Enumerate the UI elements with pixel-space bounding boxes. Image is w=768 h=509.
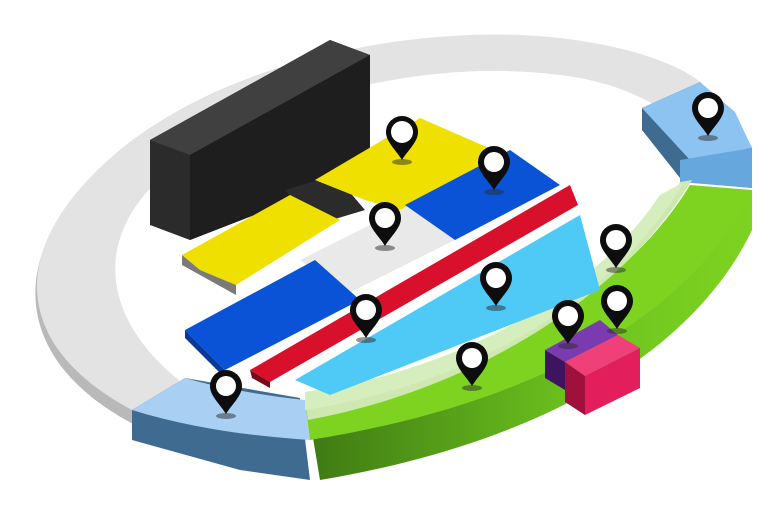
pin-1-left-label: 1	[221, 380, 230, 395]
pin-10-label: 10	[394, 126, 410, 139]
section-1-left[interactable]	[132, 378, 310, 480]
section-3[interactable]	[305, 185, 752, 480]
section-5[interactable]	[565, 335, 640, 415]
pin-1-left[interactable]: 1	[210, 370, 242, 419]
stage	[150, 40, 370, 240]
pin-2[interactable]: 2	[600, 224, 632, 273]
section-4[interactable]	[545, 320, 618, 390]
section-6[interactable]	[295, 215, 600, 395]
pin-5[interactable]: 5	[601, 285, 633, 334]
section-10[interactable]	[182, 118, 505, 295]
section-8[interactable]	[185, 150, 560, 378]
pin-5-label: 5	[612, 295, 621, 310]
pin-3[interactable]: 3	[456, 342, 488, 391]
pin-8-label: 8	[489, 156, 498, 171]
pin-8[interactable]: 8	[478, 146, 510, 195]
pin-2-label: 2	[611, 234, 620, 249]
pin-7[interactable]: 7	[350, 294, 382, 343]
pin-3-label: 3	[467, 352, 476, 367]
pin-9[interactable]: 9	[369, 202, 401, 251]
pin-6-label: 6	[491, 272, 500, 287]
pin-1-right-label: 1	[703, 102, 712, 117]
section-7[interactable]	[250, 185, 578, 388]
pin-6[interactable]: 6	[480, 262, 512, 311]
pin-9-label: 9	[380, 212, 389, 227]
section-1-right[interactable]	[642, 82, 752, 188]
pin-1-right[interactable]: 1	[692, 92, 724, 141]
map-pins: 1 2 3 4 5	[210, 92, 724, 419]
pin-4[interactable]: 4	[552, 300, 584, 349]
pin-4-label: 4	[563, 310, 572, 325]
pin-7-label: 7	[361, 304, 370, 319]
pin-10[interactable]: 10	[386, 116, 418, 165]
